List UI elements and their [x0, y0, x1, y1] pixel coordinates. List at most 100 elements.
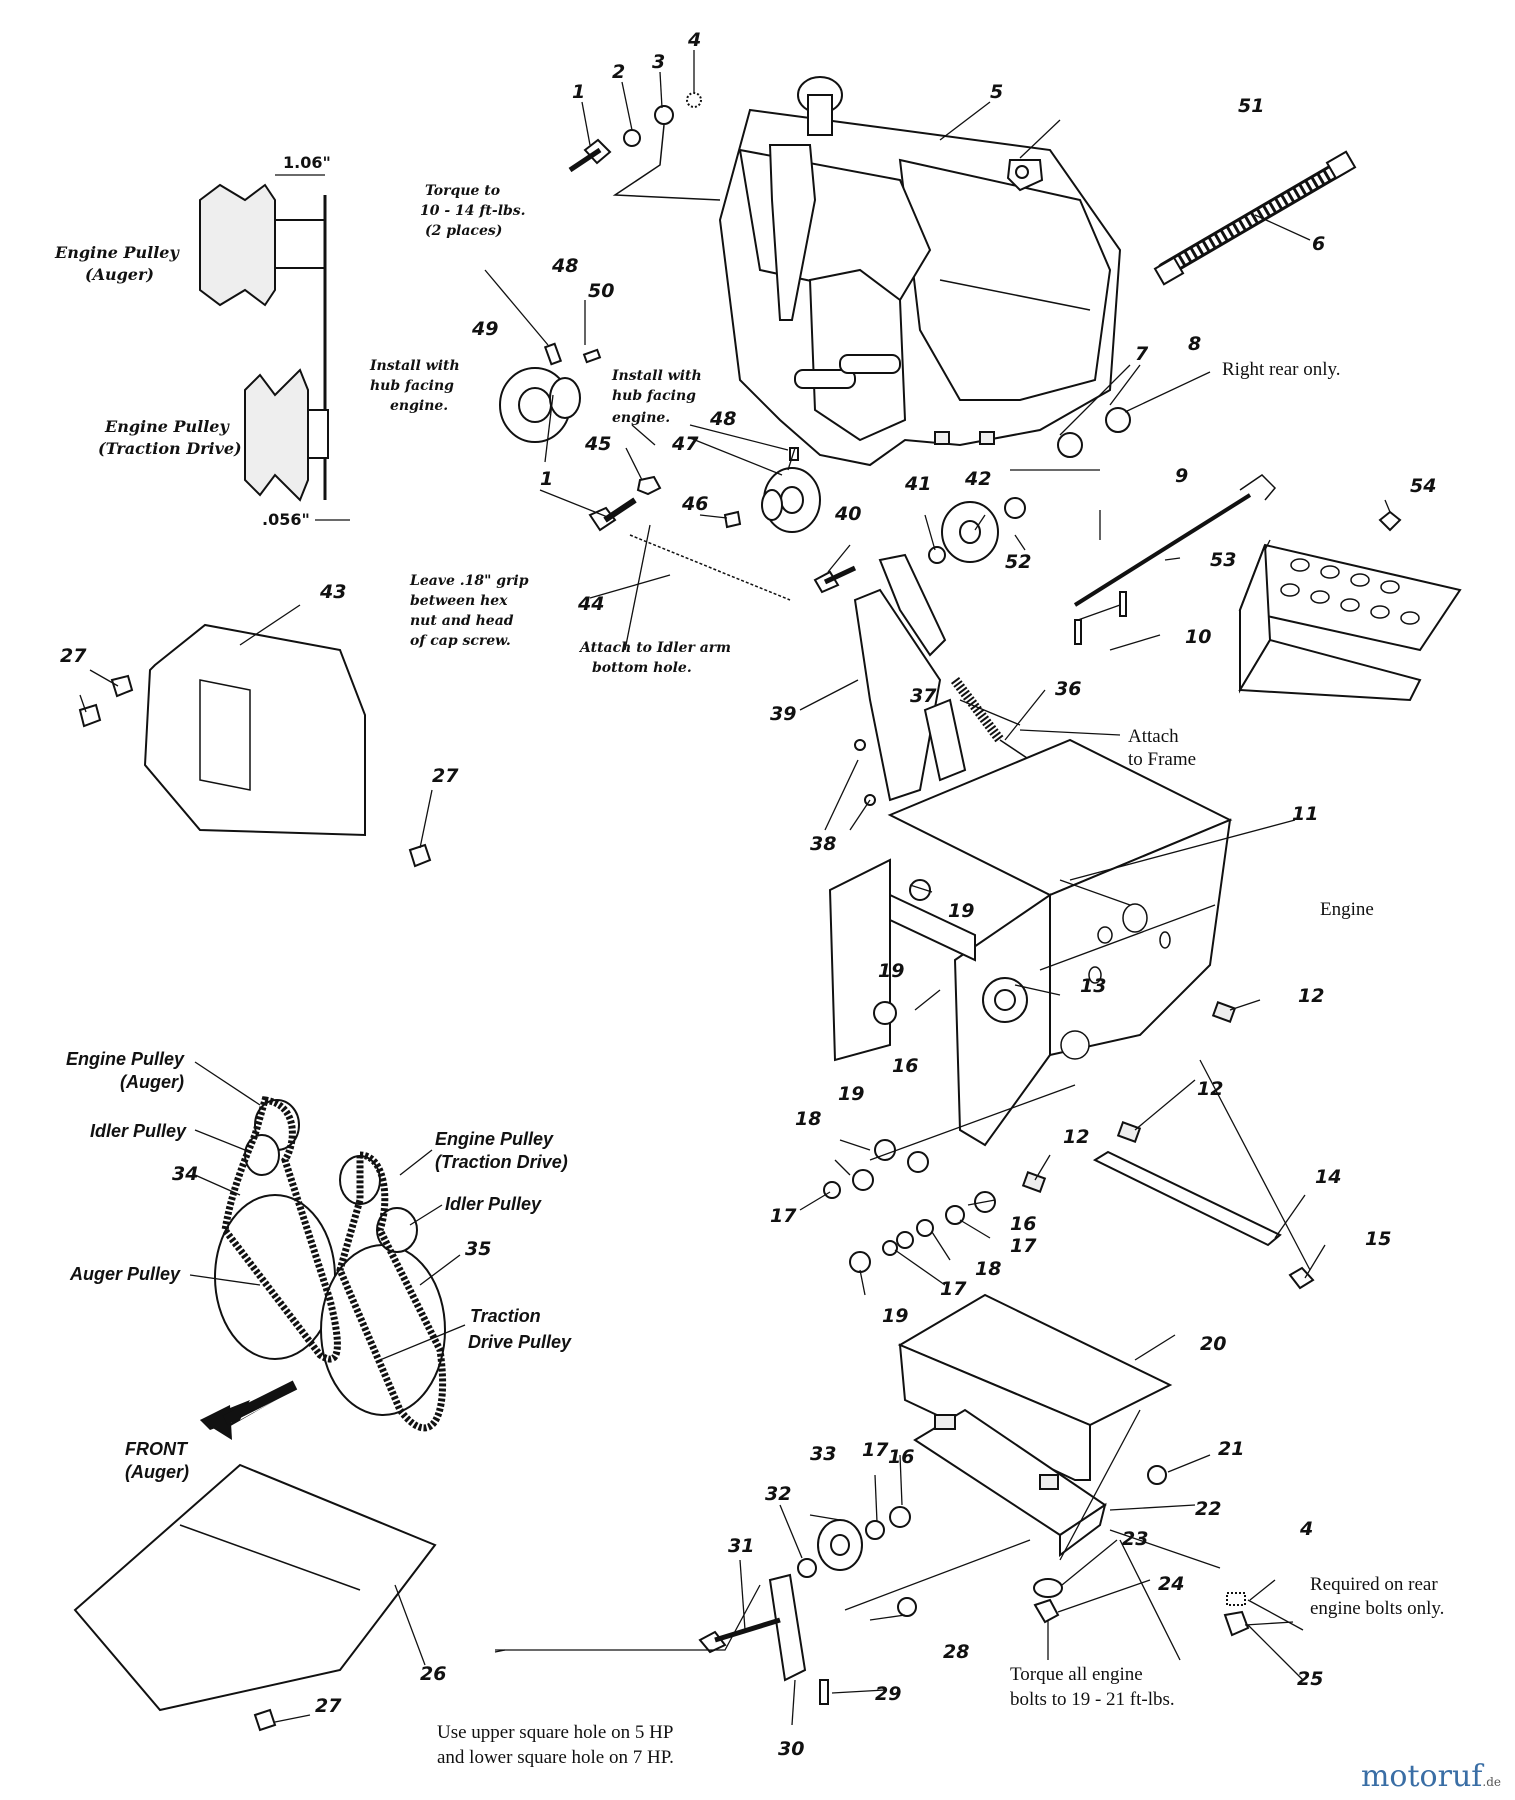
callout-54: 54 [1410, 475, 1436, 497]
callout-45: 45 [584, 433, 611, 455]
note-engine: Engine [1320, 899, 1374, 920]
pulley-detail-labels: 1.06" .056" Engine Pulley (Auger) Engine… [54, 153, 331, 529]
detail-auger-label-line-2: (Auger) [85, 265, 154, 284]
callout-38: 38 [810, 833, 836, 855]
belt-cover [78, 623, 432, 868]
auger-idler-assembly [698, 1506, 917, 1705]
note-install-1-line-2: hub facing [370, 378, 454, 394]
callout-42: 42 [964, 468, 991, 490]
washer-set [823, 879, 996, 1273]
callout-27-a: 27 [60, 645, 87, 667]
engine-pulleys [499, 342, 821, 601]
callout-17-d: 17 [862, 1439, 889, 1461]
callout-17-a: 17 [770, 1205, 797, 1227]
callout-4-top: 4 [687, 29, 701, 51]
note-torque-line-2: 10 - 14 ft-lbs. [420, 203, 526, 219]
callout-37: 37 [910, 685, 937, 707]
callout-19-a: 19 [948, 900, 974, 922]
watermark-brand: motoruf [1360, 1759, 1483, 1794]
callout-43: 43 [319, 581, 346, 603]
callout-3: 3 [652, 51, 665, 73]
detail-traction-label-line-1: Engine Pulley [104, 417, 230, 436]
belt-front-line-2: (Auger) [125, 1462, 189, 1482]
callout-23: 23 [1122, 1528, 1148, 1550]
callout-19-b: 19 [878, 960, 904, 982]
callout-34: 34 [172, 1163, 198, 1185]
callout-1-mid: 1 [540, 468, 553, 490]
callout-17-c: 17 [940, 1278, 967, 1300]
callout-18-b: 18 [975, 1258, 1001, 1280]
callout-40: 40 [834, 503, 861, 525]
callout-13: 13 [1080, 975, 1106, 997]
top-fasteners [568, 92, 1131, 458]
callout-16-b: 16 [1010, 1213, 1036, 1235]
callout-48-b: 48 [709, 408, 736, 430]
callout-36: 36 [1055, 678, 1081, 700]
pulley-detail [199, 174, 350, 521]
frame-small-parts [1021, 1001, 1315, 1290]
callout-41: 41 [904, 473, 931, 495]
idler-bracket [853, 553, 1031, 806]
callout-24: 24 [1158, 1573, 1184, 1595]
callout-39: 39 [770, 703, 796, 725]
callout-33: 33 [810, 1443, 836, 1465]
base-plates [897, 1293, 1173, 1557]
main-frame [828, 738, 1233, 1147]
callout-15: 15 [1365, 1228, 1391, 1250]
callout-53: 53 [1210, 549, 1236, 571]
note-install-1-line-3: engine. [390, 398, 448, 414]
annotation-notes: Torque to 10 - 14 ft-lbs. (2 places) Ins… [369, 183, 1444, 1768]
callout-50: 50 [588, 280, 614, 302]
callout-52: 52 [1005, 551, 1031, 573]
callout-28: 28 [943, 1641, 969, 1663]
belt-routing-diagram [200, 1096, 447, 1440]
fuel-hose-assembly [1006, 150, 1357, 286]
belt-front-line-1: FRONT [125, 1439, 189, 1459]
callout-26: 26 [420, 1663, 446, 1685]
note-torque-line-3: (2 places) [425, 223, 502, 239]
note-install-1-line-1: Install with [369, 358, 460, 374]
callout-9: 9 [1175, 465, 1188, 487]
callout-1-top: 1 [572, 81, 585, 103]
callout-16-c: 16 [888, 1446, 914, 1468]
callout-19-c: 19 [838, 1083, 864, 1105]
callout-31: 31 [728, 1535, 754, 1557]
watermark-suffix: .de [1482, 1775, 1501, 1789]
note-leave-line-1: Leave .18" grip [409, 573, 529, 589]
note-install-2-line-1: Install with [611, 368, 702, 384]
note-leave-line-2: between hex [410, 593, 508, 609]
belt-idler-left: Idler Pulley [90, 1121, 187, 1141]
note-square-hole-line-2: and lower square hole on 7 HP. [437, 1747, 674, 1768]
callout-17-b: 17 [1010, 1235, 1037, 1257]
belt-idler-right: Idler Pulley [445, 1194, 542, 1214]
detail-auger-label-line-1: Engine Pulley [54, 243, 180, 262]
callout-49: 49 [471, 318, 498, 340]
bottom-plate [73, 1463, 437, 1732]
callout-5: 5 [990, 81, 1003, 103]
detail-traction-label-line-2: (Traction Drive) [98, 439, 242, 458]
callout-25: 25 [1297, 1668, 1323, 1690]
callout-27-b: 27 [432, 765, 459, 787]
dimension-bottom: .056" [262, 510, 310, 529]
lower-hardware [1033, 1465, 1250, 1637]
belt-traction-line-2: Drive Pulley [468, 1332, 572, 1352]
callout-6: 6 [1312, 233, 1325, 255]
watermark-logo: motoruf.de [1361, 1759, 1501, 1794]
callout-27-c: 27 [315, 1695, 342, 1717]
note-install-2-line-3: engine. [612, 410, 670, 426]
note-leave-line-3: nut and head [410, 613, 514, 629]
leader-lines [79, 50, 1391, 1726]
belt-diagram-labels: Engine Pulley (Auger) Idler Pulley Engin… [66, 1049, 572, 1482]
note-torque-engine-line-2: bolts to 19 - 21 ft-lbs. [1010, 1689, 1175, 1710]
note-square-hole-line-1: Use upper square hole on 5 HP [437, 1722, 673, 1743]
note-required-line-1: Required on rear [1310, 1574, 1438, 1595]
belt-traction-line-1: Traction [470, 1306, 541, 1326]
callout-12-c: 12 [1063, 1126, 1089, 1148]
callout-12-b: 12 [1197, 1078, 1223, 1100]
note-attach-frame-line-1: Attach [1128, 726, 1179, 747]
callout-47: 47 [671, 433, 699, 455]
note-leave-line-4: of cap screw. [410, 633, 511, 649]
callout-29: 29 [875, 1683, 901, 1705]
note-torque-engine-line-1: Torque all engine [1010, 1664, 1143, 1685]
